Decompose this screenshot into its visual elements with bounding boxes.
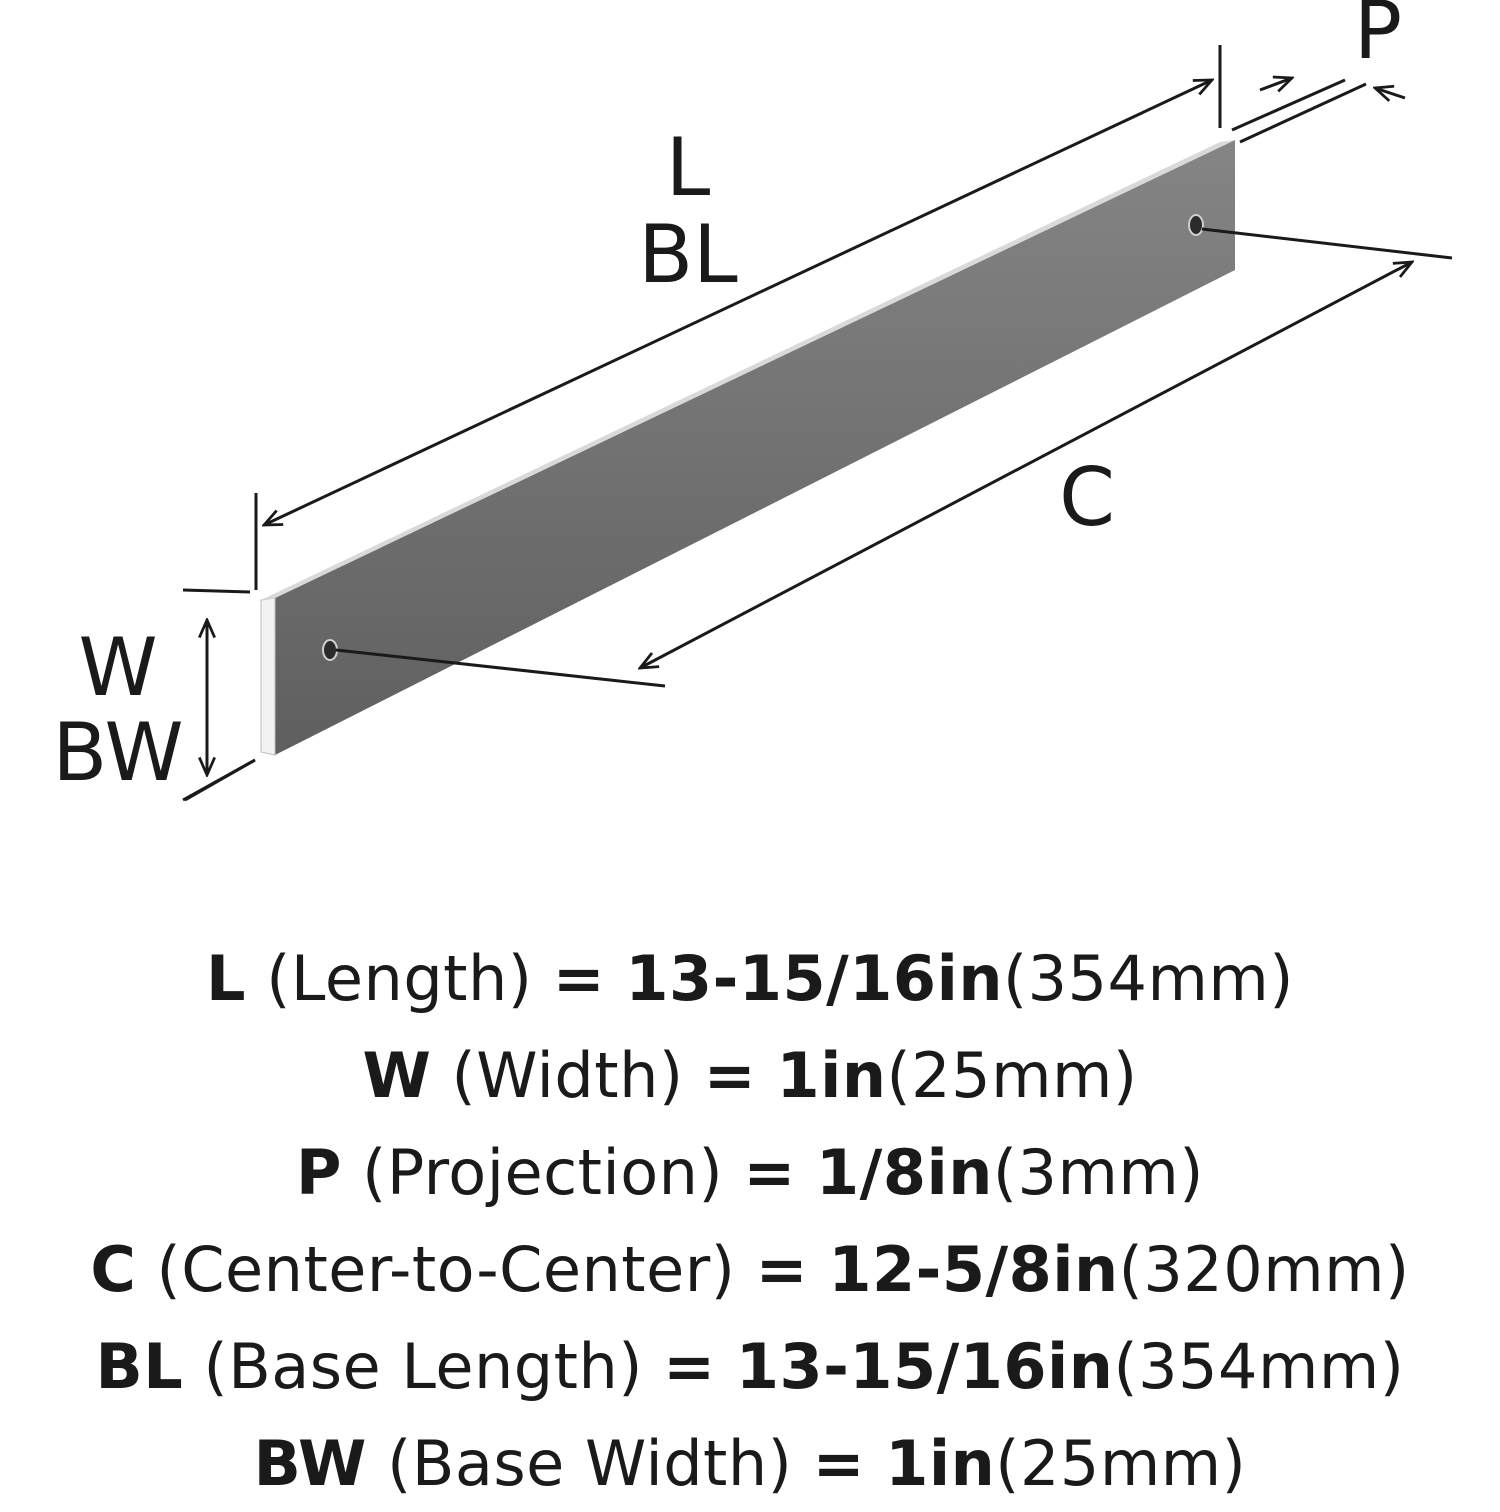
spec-metric-value: (320mm) (1118, 1233, 1410, 1306)
spec-code: W (362, 1039, 432, 1112)
spec-metric-value: (354mm) (1113, 1330, 1405, 1403)
spec-equals: = (755, 1233, 809, 1306)
spec-row: W (Width) = 1in(25mm) (0, 1027, 1500, 1124)
spec-imperial-value: 13-15/16in (625, 942, 1003, 1015)
spec-equals: = (552, 942, 606, 1015)
dimension-diagram: L BL P C W BW (52, 0, 1453, 802)
projection-arrow-right (1375, 88, 1406, 98)
spec-equals: = (663, 1330, 716, 1403)
label-c: C (1059, 451, 1115, 544)
mounting-hole-left (322, 639, 338, 661)
spec-code: P (296, 1136, 342, 1209)
spec-imperial-value: 1/8in (816, 1136, 993, 1209)
spec-name: (Center-to-Center) (156, 1233, 736, 1306)
spec-row: P (Projection) = 1/8in(3mm) (0, 1124, 1500, 1221)
spec-code: BW (253, 1427, 367, 1500)
label-bl: BL (638, 208, 738, 301)
spec-name: (Length) (266, 942, 533, 1015)
spec-code: C (90, 1233, 137, 1306)
label-w: W (78, 621, 157, 714)
spec-name: (Base Length) (203, 1330, 643, 1403)
extension-lines (182, 45, 1453, 802)
spec-equals: = (703, 1039, 757, 1112)
spec-name: (Width) (451, 1039, 684, 1112)
spec-metric-value: (3mm) (992, 1136, 1204, 1209)
bar-left-edge (260, 597, 276, 756)
mounting-hole-right (1188, 214, 1204, 236)
spec-code: L (206, 942, 247, 1015)
spec-row: L (Length) = 13-15/16in(354mm) (0, 930, 1500, 1027)
projection-arrow-left (1259, 78, 1292, 90)
spec-imperial-value: 1in (776, 1039, 887, 1112)
spec-imperial-value: 1in (885, 1427, 996, 1500)
spec-equals: = (743, 1136, 796, 1209)
dimension-arrows (207, 78, 1412, 775)
label-p: P (1354, 0, 1402, 77)
label-l: L (666, 121, 711, 214)
spec-imperial-value: 13-15/16in (735, 1330, 1114, 1403)
spec-name: (Base Width) (387, 1427, 793, 1500)
label-bw: BW (52, 706, 183, 799)
spec-row: BL (Base Length) = 13-15/16in(354mm) (0, 1318, 1500, 1415)
spec-imperial-value: 12-5/8in (828, 1233, 1119, 1306)
handle-bar (260, 140, 1235, 756)
dimension-spec-list: L (Length) = 13-15/16in(354mm) W (Width)… (0, 930, 1500, 1512)
center-arrow (640, 262, 1412, 668)
spec-name: (Projection) (362, 1136, 724, 1209)
bar-front-face (275, 140, 1235, 755)
spec-metric-value: (25mm) (995, 1427, 1247, 1500)
spec-metric-value: (354mm) (1002, 942, 1294, 1015)
spec-code: BL (95, 1330, 184, 1403)
spec-metric-value: (25mm) (886, 1039, 1138, 1112)
spec-row: C (Center-to-Center) = 12-5/8in(320mm) (0, 1221, 1500, 1318)
spec-row: BW (Base Width) = 1in(25mm) (0, 1415, 1500, 1512)
spec-equals: = (812, 1427, 866, 1500)
